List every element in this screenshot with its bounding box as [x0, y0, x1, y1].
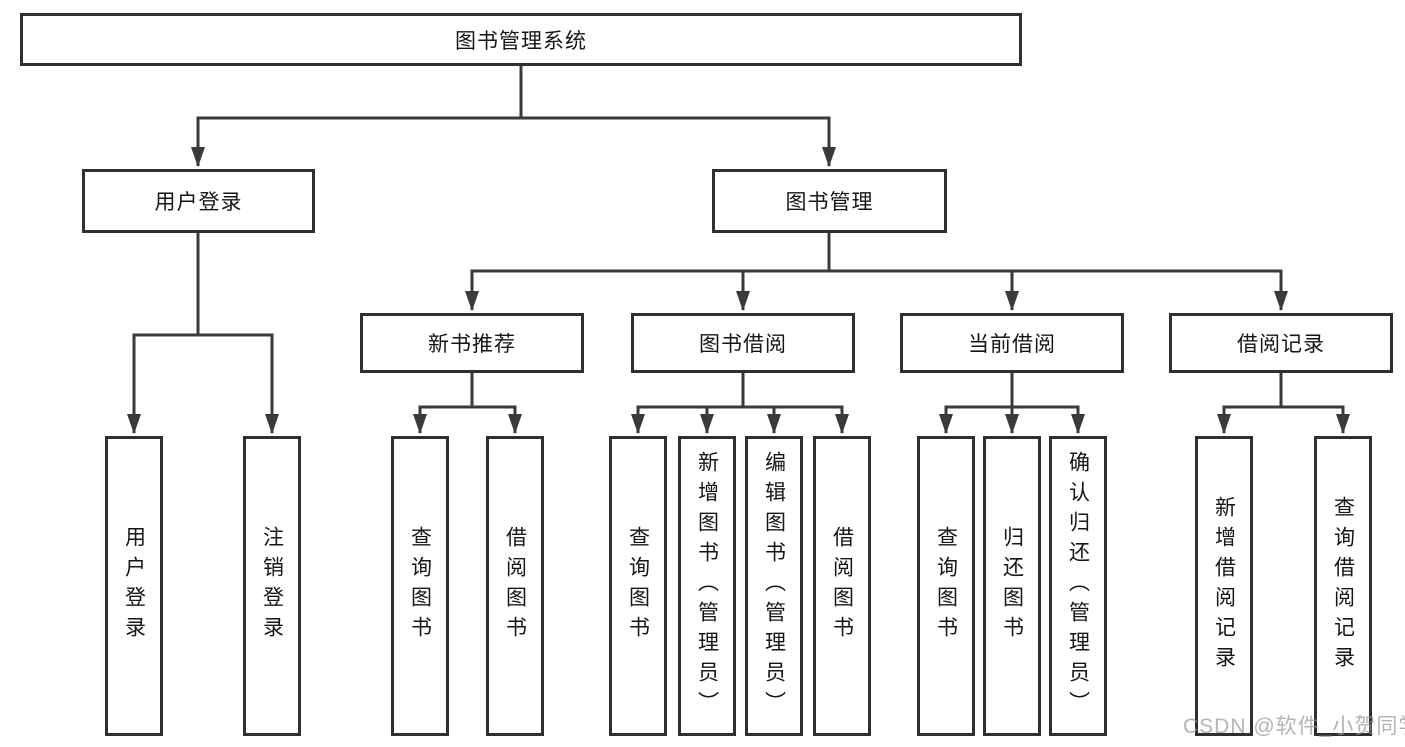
leaf-borrow-books: 借阅图书: [813, 436, 871, 736]
leaf-label: 查询图书: [934, 526, 958, 646]
node-book-borrow: 图书借阅: [631, 313, 855, 373]
leaf-borrow-books-recommend: 借阅图书: [486, 436, 544, 736]
node-branch-book-management: 图书管理: [712, 169, 947, 233]
leaf-label: 新增图书（管理员）: [695, 451, 719, 721]
leaf-query-books-recommend: 查询图书: [391, 436, 449, 736]
node-label: 用户登录: [154, 191, 243, 214]
leaf-query-books-current: 查询图书: [917, 436, 975, 736]
node-label: 借阅记录: [1237, 333, 1325, 356]
connector-book-borrow-children: [631, 373, 849, 434]
leaf-label: 确认归还（管理员）: [1066, 451, 1090, 721]
node-label: 图书管理: [785, 191, 874, 214]
leaf-label: 用户登录: [122, 526, 146, 646]
leaf-label: 新增借阅记录: [1212, 496, 1236, 676]
csdn-watermark: CSDN @软件_小贺同学: [1183, 715, 1405, 738]
connector-root-to-branches: [191, 66, 836, 167]
leaf-label: 编辑图书（管理员）: [762, 451, 786, 721]
leaf-query-books-borrow: 查询图书: [609, 436, 667, 736]
node-current-borrow: 当前借阅: [900, 313, 1124, 373]
node-label: 新书推荐: [428, 333, 516, 356]
leaf-edit-book-admin: 编辑图书（管理员）: [745, 436, 803, 736]
leaf-label: 归还图书: [1000, 526, 1024, 646]
leaf-add-borrow-record: 新增借阅记录: [1195, 436, 1253, 736]
leaf-label: 借阅图书: [503, 526, 527, 646]
leaf-label: 查询图书: [408, 526, 432, 646]
connector-new-book-children: [413, 373, 522, 434]
node-root: 图书管理系统: [20, 13, 1022, 66]
connector-book-management-children: [465, 233, 1288, 311]
leaf-label: 注销登录: [260, 526, 284, 646]
node-borrow-records: 借阅记录: [1169, 313, 1393, 373]
leaf-label: 查询图书: [626, 526, 650, 646]
leaf-query-borrow-record: 查询借阅记录: [1314, 436, 1372, 736]
connector-borrow-records-children: [1217, 373, 1350, 434]
leaf-add-book-admin: 新增图书（管理员）: [678, 436, 736, 736]
leaf-label: 借阅图书: [830, 526, 854, 646]
leaf-confirm-return-admin: 确认归还（管理员）: [1049, 436, 1107, 736]
leaf-return-book: 归还图书: [983, 436, 1041, 736]
leaf-user-login: 用户登录: [105, 436, 163, 736]
node-new-book-recommend: 新书推荐: [360, 313, 584, 373]
connector-current-borrow-children: [939, 373, 1085, 434]
connector-user-login-children: [127, 233, 279, 434]
leaf-logout: 注销登录: [243, 436, 301, 736]
leaf-label: 查询借阅记录: [1331, 496, 1355, 676]
node-label: 当前借阅: [968, 333, 1056, 356]
node-root-label: 图书管理系统: [455, 29, 587, 53]
node-label: 图书借阅: [699, 333, 787, 356]
node-branch-user-login: 用户登录: [82, 169, 315, 233]
